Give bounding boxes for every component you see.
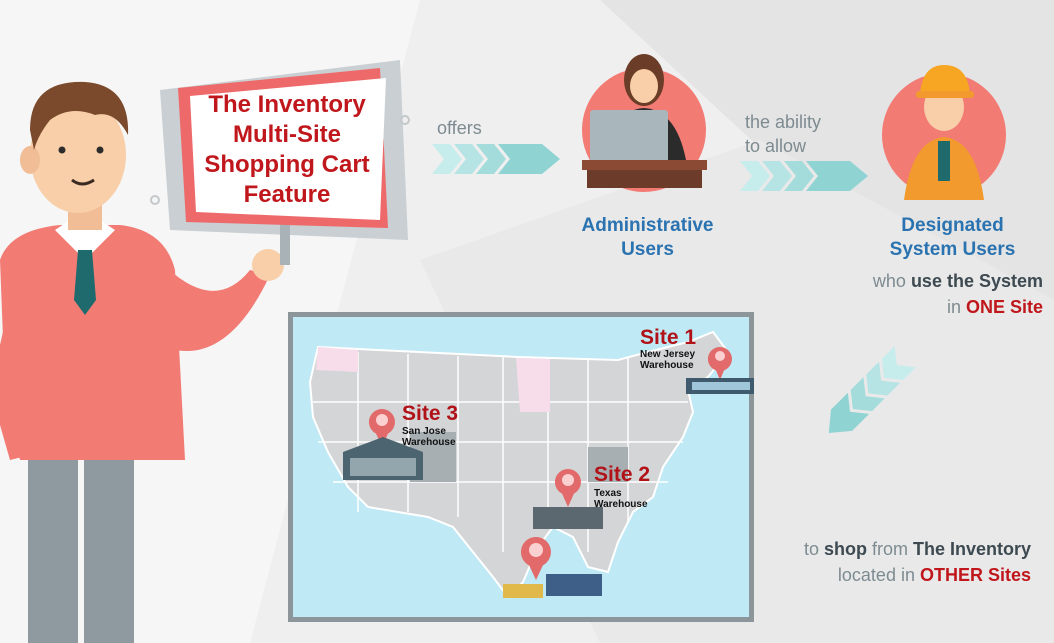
sign-title: The Inventory Multi-Site Shopping Cart F… (204, 91, 370, 208)
shop-caption: to shop from The Inventory located in OT… (803, 539, 1031, 585)
designated-user-illustration (882, 65, 1006, 200)
pin-site-2 (533, 469, 603, 529)
designated-caption: who use the System in ONE Site (872, 271, 1043, 317)
pin-site-1 (686, 347, 754, 394)
pin-site-3 (343, 409, 423, 480)
admin-user-illustration (582, 54, 707, 192)
arrow-right-icon (740, 161, 868, 191)
sign-board (150, 60, 410, 265)
us-map (288, 312, 754, 622)
site-2-title: Site 2 (594, 463, 651, 486)
offers-label: offers (437, 118, 482, 138)
site-3-title: Site 3 (402, 402, 459, 425)
presenter-illustration (0, 81, 284, 643)
arrow-down-left-icon (828, 346, 916, 434)
site-1-title: Site 1 (640, 326, 697, 349)
arrow-right-icon (432, 144, 560, 174)
pin-site-extra (503, 537, 602, 598)
